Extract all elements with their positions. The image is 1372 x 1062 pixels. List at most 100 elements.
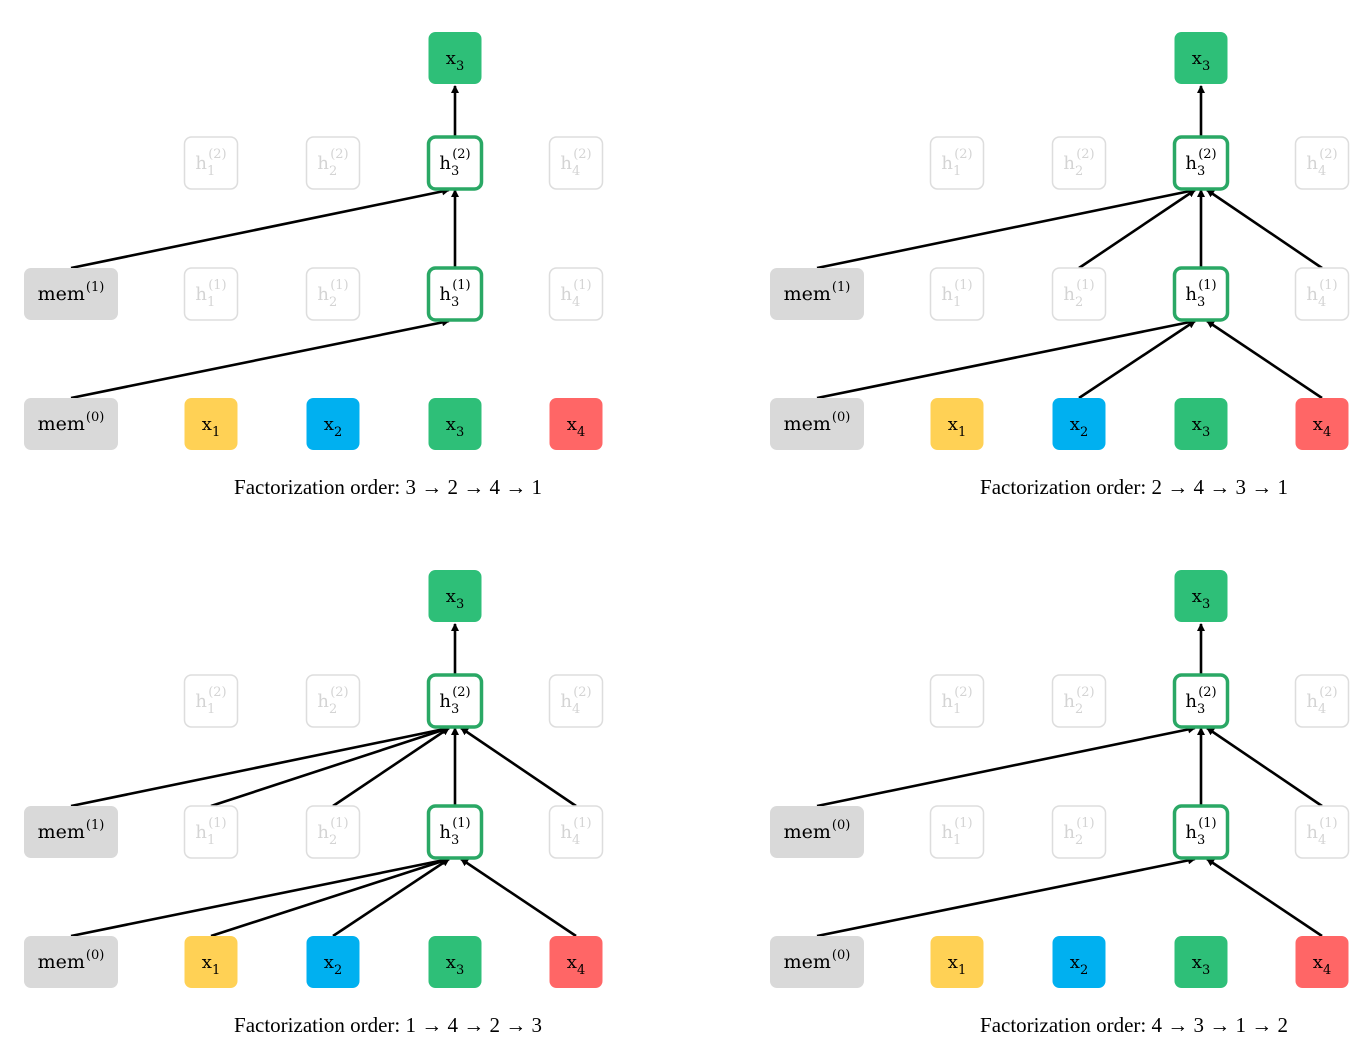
hidden-h2-pos4-label: h4(2) bbox=[1306, 147, 1337, 179]
output-x3-node bbox=[428, 32, 482, 84]
edge-layer2-from-mem bbox=[816, 187, 1196, 270]
hidden-h1-pos4-node bbox=[1294, 805, 1350, 859]
hidden-h1-pos3-label: h3(1) bbox=[1185, 278, 1216, 310]
mem-bottom-label: mem(0) bbox=[784, 410, 851, 435]
edge-layer1-from-mem bbox=[70, 318, 450, 400]
hidden-h1-pos1-node bbox=[183, 267, 239, 321]
input-x4-label: x4 bbox=[567, 952, 585, 978]
mem-bottom-node bbox=[770, 936, 864, 988]
edge-layer2-from-h4 bbox=[1206, 188, 1323, 270]
input-x1-label: x1 bbox=[948, 414, 966, 440]
hidden-h1-pos4-label: h4(1) bbox=[560, 278, 591, 310]
nodes: x3mem(1)mem(0)h1(2)h1(1)x1h2(2)h2(1)x2h3… bbox=[770, 32, 1350, 450]
hidden-h1-pos2-label: h2(1) bbox=[317, 278, 348, 310]
panel-4: x3mem(0)mem(0)h1(2)h1(1)x1h2(2)h2(1)x2h3… bbox=[770, 570, 1350, 1037]
edges bbox=[816, 623, 1323, 938]
mem-bottom-label: mem(0) bbox=[38, 948, 105, 973]
hidden-h2-pos3-node bbox=[426, 673, 484, 729]
input-x4-label: x4 bbox=[1313, 952, 1331, 978]
mem-mid-node bbox=[770, 806, 864, 858]
mem-mid-node bbox=[24, 268, 118, 320]
output-x3-label: x3 bbox=[1192, 586, 1210, 612]
output-x3-label: x3 bbox=[1192, 48, 1210, 74]
mem-mid-label: mem(0) bbox=[784, 818, 851, 843]
factorization-order-caption: Factorization order: 3 → 2 → 4 → 1 bbox=[234, 475, 542, 499]
hidden-h2-pos2-node bbox=[305, 674, 361, 728]
hidden-h2-pos2-label: h2(2) bbox=[317, 685, 348, 717]
hidden-h1-pos4-label: h4(1) bbox=[560, 816, 591, 848]
input-x2-label: x2 bbox=[324, 414, 342, 440]
input-x4-label: x4 bbox=[1313, 414, 1331, 440]
input-x4-node bbox=[1295, 398, 1349, 450]
hidden-h2-pos1-node bbox=[929, 674, 985, 728]
hidden-h1-pos3-label: h3(1) bbox=[439, 278, 470, 310]
hidden-h1-pos3-label: h3(1) bbox=[439, 816, 470, 848]
output-x3-node bbox=[428, 570, 482, 622]
hidden-h2-pos2-label: h2(2) bbox=[317, 147, 348, 179]
hidden-h1-pos1-label: h1(1) bbox=[941, 816, 972, 848]
input-x2-label: x2 bbox=[1070, 414, 1088, 440]
mem-mid-label: mem(1) bbox=[38, 280, 105, 305]
hidden-h1-pos2-label: h2(1) bbox=[317, 816, 348, 848]
mem-mid-node bbox=[770, 268, 864, 320]
hidden-h1-pos4-label: h4(1) bbox=[1306, 278, 1337, 310]
input-x3-label: x3 bbox=[1192, 414, 1210, 440]
input-x2-node bbox=[1052, 398, 1106, 450]
edge-layer1-from-x4 bbox=[1206, 319, 1323, 400]
hidden-h1-pos3-node bbox=[426, 266, 484, 322]
input-x2-node bbox=[306, 936, 360, 988]
hidden-h1-pos2-label: h2(1) bbox=[1063, 278, 1094, 310]
hidden-h1-pos3-node bbox=[1172, 266, 1230, 322]
factorization-order-caption: Factorization order: 1 → 4 → 2 → 3 bbox=[234, 1013, 542, 1037]
input-x4-node bbox=[549, 936, 603, 988]
hidden-h2-pos4-label: h4(2) bbox=[1306, 685, 1337, 717]
edge-layer2-from-mem bbox=[816, 725, 1196, 808]
edge-layer1-from-x4 bbox=[1206, 857, 1323, 938]
hidden-h1-pos1-label: h1(1) bbox=[941, 278, 972, 310]
mem-mid-node bbox=[24, 806, 118, 858]
edges bbox=[70, 85, 459, 400]
edge-layer2-from-mem bbox=[70, 187, 450, 270]
input-x2-node bbox=[306, 398, 360, 450]
nodes: x3mem(1)mem(0)h1(2)h1(1)x1h2(2)h2(1)x2h3… bbox=[24, 32, 604, 450]
input-x3-node bbox=[1174, 398, 1228, 450]
hidden-h1-pos2-node bbox=[305, 805, 361, 859]
panel-3: x3mem(1)mem(0)h1(2)h1(1)x1h2(2)h2(1)x2h3… bbox=[24, 570, 604, 1037]
panel-1: x3mem(1)mem(0)h1(2)h1(1)x1h2(2)h2(1)x2h3… bbox=[24, 32, 604, 499]
hidden-h1-pos2-label: h2(1) bbox=[1063, 816, 1094, 848]
mem-mid-label: mem(1) bbox=[38, 818, 105, 843]
edge-layer1-from-x2 bbox=[1078, 319, 1196, 400]
input-x1-node bbox=[184, 936, 238, 988]
hidden-h2-pos1-label: h1(2) bbox=[195, 685, 226, 717]
hidden-h2-pos1-label: h1(2) bbox=[941, 685, 972, 717]
mem-bottom-node bbox=[24, 398, 118, 450]
hidden-h1-pos3-node bbox=[426, 804, 484, 860]
mem-bottom-label: mem(0) bbox=[38, 410, 105, 435]
hidden-h2-pos1-node bbox=[183, 136, 239, 190]
hidden-h1-pos2-node bbox=[305, 267, 361, 321]
input-x1-node bbox=[184, 398, 238, 450]
output-x3-label: x3 bbox=[446, 586, 464, 612]
input-x2-node bbox=[1052, 936, 1106, 988]
hidden-h2-pos2-node bbox=[1051, 674, 1107, 728]
hidden-h2-pos2-label: h2(2) bbox=[1063, 147, 1094, 179]
factorization-order-caption: Factorization order: 4 → 3 → 1 → 2 bbox=[980, 1013, 1288, 1037]
output-x3-node bbox=[1174, 570, 1228, 622]
edge-layer1-from-mem bbox=[816, 856, 1196, 938]
input-x1-node bbox=[930, 936, 984, 988]
hidden-h2-pos4-node bbox=[1294, 136, 1350, 190]
edge-layer2-from-h2 bbox=[332, 726, 450, 808]
input-x1-node bbox=[930, 398, 984, 450]
mem-bottom-node bbox=[770, 398, 864, 450]
hidden-h1-pos4-node bbox=[1294, 267, 1350, 321]
nodes: x3mem(1)mem(0)h1(2)h1(1)x1h2(2)h2(1)x2h3… bbox=[24, 570, 604, 988]
hidden-h2-pos1-label: h1(2) bbox=[195, 147, 226, 179]
mem-bottom-label: mem(0) bbox=[784, 948, 851, 973]
input-x2-label: x2 bbox=[324, 952, 342, 978]
edge-layer1-from-mem bbox=[816, 318, 1196, 400]
hidden-h2-pos3-label: h3(2) bbox=[1185, 147, 1216, 179]
mem-mid-label: mem(1) bbox=[784, 280, 851, 305]
input-x3-node bbox=[428, 936, 482, 988]
hidden-h2-pos1-node bbox=[183, 674, 239, 728]
hidden-h1-pos4-label: h4(1) bbox=[1306, 816, 1337, 848]
